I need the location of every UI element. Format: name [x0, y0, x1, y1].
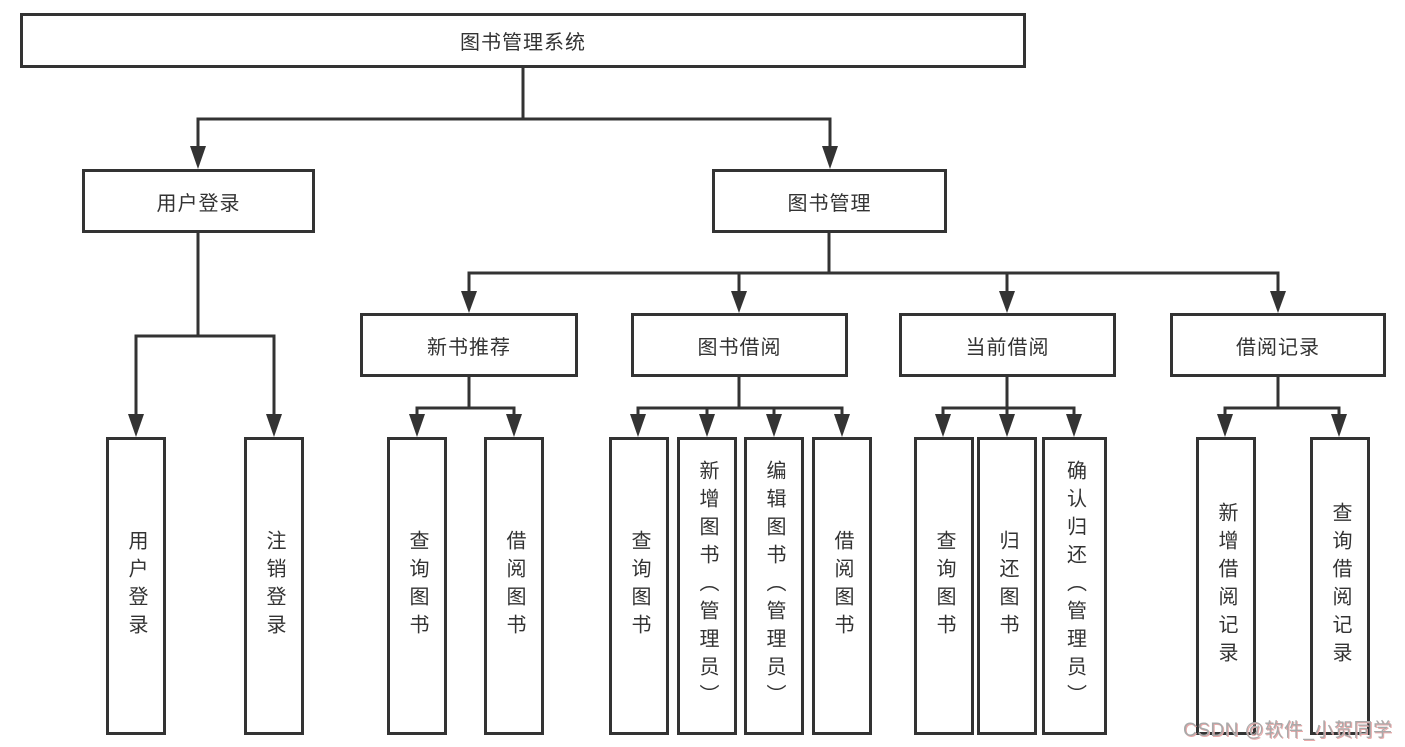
node-label: 新增图书（管理员） [696, 460, 718, 712]
node-book-borrow: 图书借阅 [631, 313, 848, 377]
node-new-book-recommend: 新书推荐 [360, 313, 578, 377]
leaf-logout: 注销登录 [244, 437, 304, 735]
node-label: 借阅记录 [1236, 336, 1320, 359]
leaf-borrow-books: 借阅图书 [812, 437, 872, 735]
node-current-borrow: 当前借阅 [899, 313, 1116, 377]
node-label: 归还图书 [996, 530, 1018, 642]
node-label: 新书推荐 [427, 336, 511, 359]
node-book-management: 图书管理 [712, 169, 947, 233]
node-label: 图书管理 [787, 192, 872, 215]
node-label: 新增借阅记录 [1215, 502, 1237, 670]
node-library-management-system: 图书管理系统 [20, 13, 1026, 68]
node-user-login: 用户登录 [82, 169, 315, 233]
node-borrow-records: 借阅记录 [1170, 313, 1386, 377]
node-label: 借阅图书 [831, 530, 853, 642]
leaf-confirm-return-admin: 确认归还（管理员） [1042, 437, 1107, 735]
leaf-add-books-admin: 新增图书（管理员） [677, 437, 737, 735]
node-label: 借阅图书 [503, 530, 525, 642]
leaf-add-borrow-record: 新增借阅记录 [1196, 437, 1256, 735]
leaf-return-books: 归还图书 [977, 437, 1037, 735]
leaf-query-books-current: 查询图书 [914, 437, 974, 735]
leaf-edit-books-admin: 编辑图书（管理员） [744, 437, 804, 735]
node-label: 查询图书 [933, 530, 955, 642]
leaf-query-books-recommend: 查询图书 [387, 437, 447, 735]
node-label: 查询借阅记录 [1329, 502, 1351, 670]
node-label: 当前借阅 [965, 336, 1050, 359]
node-label: 查询图书 [628, 530, 650, 642]
leaf-query-borrow-record: 查询借阅记录 [1310, 437, 1370, 735]
node-label: 用户登录 [156, 192, 241, 215]
node-label: 注销登录 [263, 530, 285, 642]
node-label: 查询图书 [406, 530, 428, 642]
leaf-user-login: 用户登录 [106, 437, 166, 735]
node-label: 用户登录 [125, 530, 147, 642]
csdn-watermark: CSDN @软件_小贺同学 [1183, 720, 1393, 741]
node-label: 确认归还（管理员） [1063, 460, 1086, 712]
leaf-query-books-borrow: 查询图书 [609, 437, 669, 735]
node-label: 图书借阅 [697, 336, 782, 359]
leaf-borrow-books-recommend: 借阅图书 [484, 437, 544, 735]
node-label: 编辑图书（管理员） [763, 460, 785, 712]
node-label: 图书管理系统 [460, 32, 586, 54]
